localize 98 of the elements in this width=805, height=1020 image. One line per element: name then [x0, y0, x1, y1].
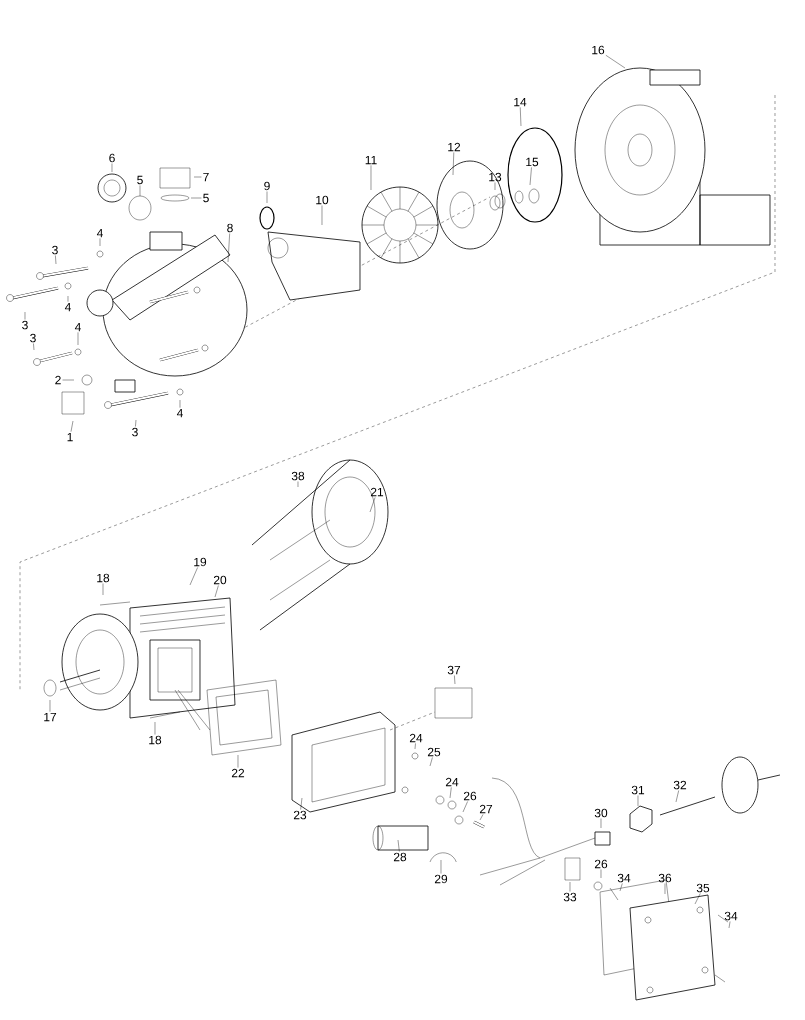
callout-number: 4 — [74, 322, 81, 332]
callout-number: 16 — [592, 45, 605, 55]
callout-number: 15 — [526, 157, 539, 167]
callout-number: 24 — [445, 777, 459, 787]
leader-line — [694, 893, 701, 905]
leader-line — [154, 721, 156, 735]
callout-number: 36 — [658, 873, 672, 883]
leader-line — [297, 481, 299, 488]
leader-line — [675, 790, 679, 803]
leader-line — [462, 801, 468, 813]
callout-number: 31 — [631, 785, 645, 795]
callout-number: 5 — [203, 193, 209, 203]
callout-number: 28 — [393, 852, 407, 862]
leader-line — [414, 743, 416, 750]
callout-number: 13 — [489, 172, 502, 182]
callout-number: 14 — [514, 97, 527, 107]
leader-line — [600, 818, 602, 829]
callout-number: 8 — [227, 223, 233, 233]
callout-number: 20 — [213, 575, 227, 585]
callout-number: 24 — [409, 733, 423, 743]
leader-line — [190, 197, 202, 199]
leader-line — [449, 787, 452, 799]
callout-number: 19 — [194, 557, 207, 567]
callout-number: 34 — [617, 873, 631, 883]
leader-line — [266, 191, 268, 204]
leader-line — [452, 152, 454, 176]
leader-line — [569, 881, 571, 892]
leader-line — [214, 585, 219, 598]
callout-number: 3 — [22, 320, 28, 330]
leader-line — [300, 797, 303, 810]
leader-line — [529, 167, 532, 186]
leader-line — [454, 675, 456, 685]
leader-line — [33, 343, 35, 351]
leader-line — [637, 795, 639, 807]
callout-number: 25 — [427, 747, 441, 757]
callout-number: 2 — [55, 375, 61, 385]
leader-line — [70, 420, 74, 432]
leader-line — [479, 814, 484, 821]
callout-number: 7 — [203, 172, 209, 182]
callout-number: 4 — [96, 228, 103, 238]
callout-number: 38 — [291, 471, 305, 481]
callout-number: 18 — [149, 735, 162, 745]
leader-line — [321, 205, 323, 226]
callout-number: 3 — [30, 333, 36, 343]
callout-number: 35 — [696, 883, 710, 893]
leader-line — [397, 839, 400, 852]
leader-line — [102, 583, 104, 596]
leader-line — [429, 757, 433, 767]
leader-line — [728, 921, 731, 929]
leader-line — [440, 859, 442, 874]
leader-line — [62, 379, 75, 381]
callout-number: 9 — [264, 181, 270, 191]
leader-line — [135, 419, 137, 427]
leader-line — [67, 295, 69, 302]
leader-line — [139, 185, 141, 197]
leader-line — [370, 165, 372, 191]
leader-line — [237, 754, 239, 768]
leader-line — [55, 255, 57, 265]
callout-number: 12 — [448, 142, 461, 152]
leader-line — [619, 883, 623, 892]
callout-number: 18 — [97, 573, 110, 583]
leader-line — [600, 869, 602, 879]
leader-line — [227, 233, 230, 263]
leader-line — [605, 55, 626, 69]
callout-number: 4 — [64, 302, 71, 312]
leader-line — [99, 238, 101, 247]
callout-number: 6 — [109, 153, 115, 163]
callout-number: 37 — [447, 665, 461, 675]
callout-number: 5 — [137, 175, 143, 185]
leader-line — [664, 883, 666, 895]
callout-number: 26 — [594, 859, 608, 869]
leader-line — [179, 399, 181, 408]
leader-line — [369, 497, 376, 513]
callout-number: 34 — [724, 911, 738, 921]
callout-number: 4 — [176, 408, 183, 418]
leader-line — [77, 332, 79, 346]
leader-line — [494, 182, 496, 191]
leader-line — [189, 567, 198, 586]
callout-number: 32 — [673, 780, 687, 790]
callout-number: 1 — [67, 432, 73, 442]
callout-number: 3 — [132, 427, 138, 437]
callout-number: 26 — [463, 791, 477, 801]
callout-number: 10 — [316, 195, 329, 205]
callout-number: 30 — [594, 808, 608, 818]
callout-number: 29 — [434, 874, 448, 884]
callout-number: 21 — [370, 487, 384, 497]
leader-line — [111, 163, 113, 173]
leader-line — [24, 311, 26, 320]
leader-line — [49, 699, 51, 712]
callout-number: 3 — [52, 245, 58, 255]
callout-number: 27 — [479, 804, 493, 814]
leader-line — [520, 107, 522, 127]
callout-number: 11 — [365, 155, 377, 165]
callout-number: 22 — [231, 768, 245, 778]
callout-number: 23 — [293, 810, 307, 820]
callout-number: 33 — [563, 892, 577, 902]
callout-number: 17 — [44, 712, 57, 722]
leader-line — [193, 176, 202, 178]
